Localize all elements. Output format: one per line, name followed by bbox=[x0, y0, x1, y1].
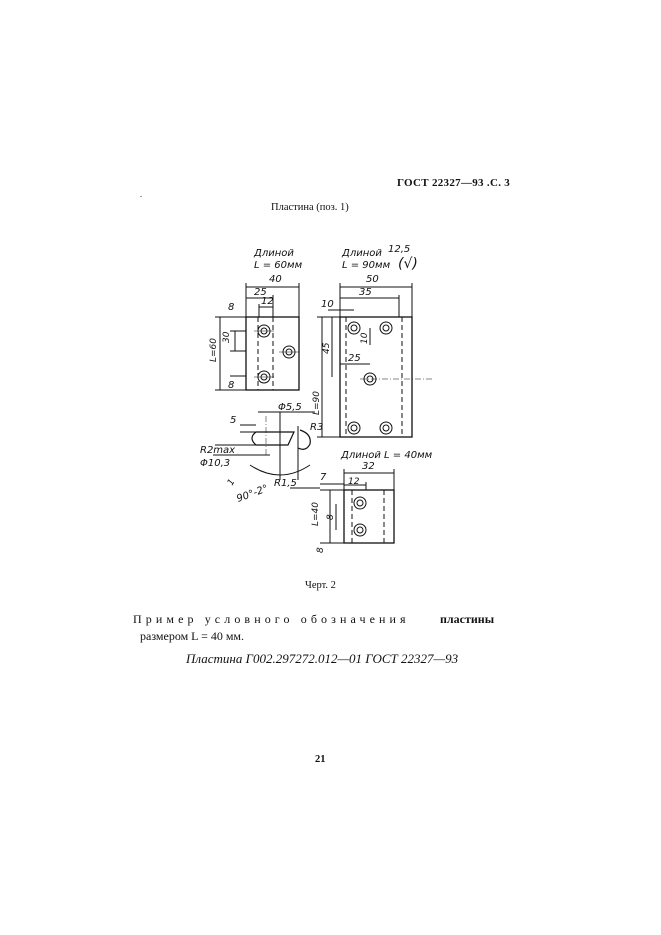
dim-60-top: 8 bbox=[228, 302, 234, 313]
dim-90-left: 10 bbox=[321, 299, 334, 310]
part-title: Пластина (поз. 1) bbox=[271, 202, 349, 213]
dim-r15: R1,5 bbox=[274, 478, 297, 489]
dim-90-mid: 25 bbox=[348, 353, 361, 364]
dim-60-spacing: 30 bbox=[222, 331, 232, 343]
section-detail bbox=[213, 411, 320, 489]
dim-dia-large: Φ10,3 bbox=[200, 458, 230, 469]
label-60-line2: L = 60мм bbox=[254, 260, 303, 271]
dim-60-hole1: 25 bbox=[254, 287, 267, 298]
designation-example: Пластина Г002.297272.012—01 ГОСТ 22327—9… bbox=[186, 651, 459, 666]
dim-r3: R3 bbox=[310, 422, 323, 433]
dim-top: 5 bbox=[230, 415, 236, 426]
technical-drawing: Длиной L = 60мм 40 25 12 8 30 L=60 8 Дли… bbox=[200, 244, 433, 553]
example-heading: Пример условного обозначения bbox=[133, 612, 410, 626]
dim-60-hole2: 12 bbox=[261, 296, 274, 307]
dim-60-bottom: 8 bbox=[228, 380, 234, 391]
example-size: размером L = 40 мм. bbox=[140, 629, 245, 643]
plate-l90 bbox=[317, 283, 432, 438]
figure-caption: Черт. 2 bbox=[305, 580, 336, 591]
dim-90-half: 45 bbox=[322, 342, 332, 354]
dim-90-spacing: 10 bbox=[360, 332, 370, 344]
dim-40-hole: 12 bbox=[348, 477, 360, 487]
example-heading-end: пластины bbox=[440, 612, 495, 626]
dim-60-length: L=60 bbox=[209, 338, 219, 362]
dim-40-length: L=40 bbox=[311, 502, 321, 526]
dim-40-width: 32 bbox=[362, 461, 375, 472]
plate-l60 bbox=[215, 283, 300, 391]
label-60-line1: Длиной bbox=[253, 248, 294, 259]
label-90-line2: L = 90мм bbox=[342, 260, 391, 271]
dim-90-width: 50 bbox=[366, 274, 379, 285]
roughness-symbol: (√) bbox=[398, 256, 418, 272]
dim-90-length: L=90 bbox=[312, 391, 322, 415]
dim-angle: 90°-2° bbox=[235, 483, 269, 505]
dim-r2: R2max bbox=[200, 445, 235, 456]
label-90-line1: Длиной bbox=[341, 248, 382, 259]
dim-40-bottom: 8 bbox=[316, 547, 326, 553]
dim-60-width: 40 bbox=[269, 274, 282, 285]
dim-40-left: 7 bbox=[320, 472, 327, 483]
dim-90-hole1: 35 bbox=[359, 287, 372, 298]
dim-dia-small: Φ5,5 bbox=[278, 402, 302, 413]
page-number: 21 bbox=[315, 754, 326, 765]
dim-40-spacing: 8 bbox=[326, 514, 336, 520]
page-header: ГОСТ 22327—93 .С. 3 bbox=[397, 177, 511, 189]
margin-mark bbox=[140, 196, 142, 197]
plate-l40 bbox=[320, 469, 395, 544]
dim-chamfer: 1 bbox=[226, 478, 238, 488]
roughness-value: 12,5 bbox=[388, 244, 410, 255]
label-40: Длиной L = 40мм bbox=[340, 450, 433, 461]
